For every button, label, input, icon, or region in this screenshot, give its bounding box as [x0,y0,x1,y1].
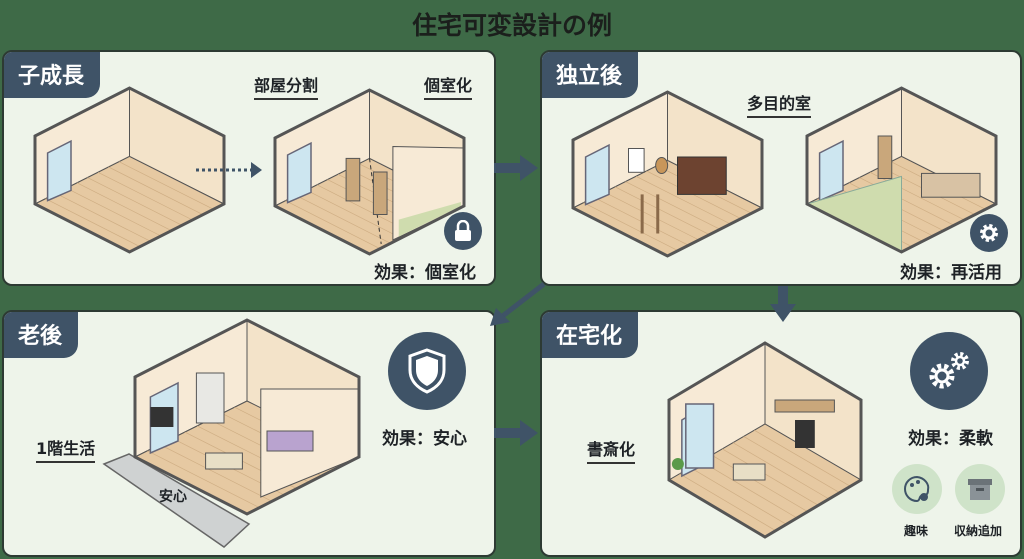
page-title: 住宅可変設計の例 [411,11,612,40]
label-ground-floor: 1階生活 [36,435,96,463]
label-multipurpose: 多目的室 [747,90,812,118]
arrow-right-top [494,155,538,181]
tab-child-growth: 子成長 [4,52,101,98]
lock-icon [444,212,482,250]
panel-home-office: 在宅化 書斎化 効果：柔軟 趣味 収納追加 [540,310,1022,557]
label-storage: 収納追加 [954,524,1003,538]
room-illustration [805,86,998,254]
palette-icon [892,464,942,514]
effect-label: 効果：柔軟 [908,429,993,449]
gear-icon [970,214,1008,252]
label-safe-ramp: 安心 [159,489,187,505]
arrow-down-right [770,286,796,322]
room-illustration [667,341,863,539]
panel-independence: 独立後 多目的室 効果：再活用 [540,50,1022,286]
room-illustration [33,86,226,254]
label-private-room: 個室化 [424,72,473,100]
storage-box-icon [955,464,1005,514]
dotted-arrow [196,162,262,178]
label-hobby: 趣味 [904,524,929,538]
shield-icon [388,332,466,410]
label-room-split: 部屋分割 [254,72,319,100]
room-illustration [273,88,466,256]
panel-child-growth: 子成長 部屋分割 個室化 効果：個室化 [2,50,496,286]
arrow-diagonal-left [490,282,546,326]
room-illustration [571,90,764,258]
ramp [102,453,251,548]
arrow-right-bottom [494,420,538,446]
panel-elderly: 老後 安心 1階生活 効果：安心 [2,310,496,557]
effect-label: 効果：個室化 [374,263,476,283]
effect-label: 効果：再活用 [900,263,1002,283]
tab-independence: 独立後 [542,52,639,98]
gears-icon [910,332,988,410]
tab-elderly: 老後 [4,312,79,358]
label-study: 書斎化 [587,436,636,464]
room-illustration [133,318,361,516]
tab-home-office: 在宅化 [542,312,639,358]
effect-label: 効果：安心 [382,429,467,449]
